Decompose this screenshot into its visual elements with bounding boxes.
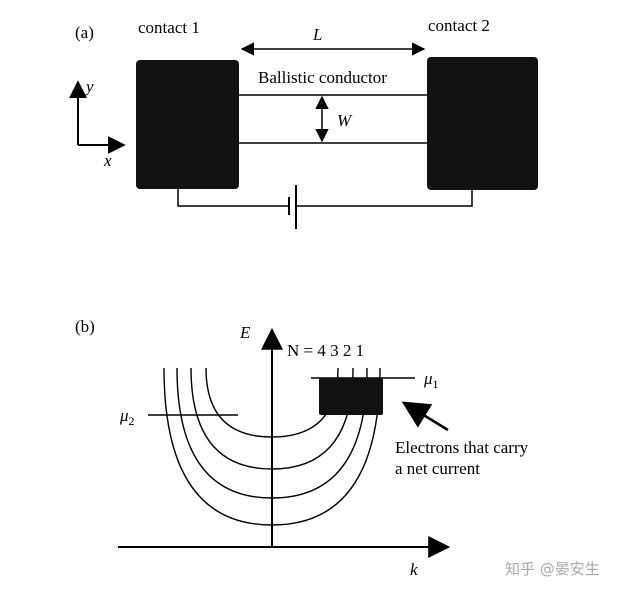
circuit-wire-right <box>297 190 473 207</box>
panel-b-label: (b) <box>75 317 95 336</box>
panel-a: (a) y x contact 1 contact 2 L Ballistic … <box>69 16 538 229</box>
x-axis-label: x <box>103 151 112 170</box>
mode-number-label: N = 4 3 2 1 <box>287 341 364 360</box>
contact-1-label: contact 1 <box>138 18 200 37</box>
contact-1 <box>136 60 239 189</box>
watermark-text: 知乎 @晏安生 <box>505 560 600 578</box>
width-label: W <box>337 111 353 130</box>
annotation-line-2: a net current <box>395 459 480 478</box>
annotation-line-1: Electrons that carry <box>395 438 529 457</box>
mu1-label: μ1 <box>423 369 439 391</box>
subband-3 <box>190 367 354 470</box>
battery-circuit <box>177 185 473 229</box>
net-current-electrons-block <box>319 378 383 415</box>
contact-2-label: contact 2 <box>428 16 490 35</box>
annotation-arrow <box>401 401 449 432</box>
conductor-label: Ballistic conductor <box>258 68 387 87</box>
length-label: L <box>312 25 322 44</box>
subband-1 <box>163 367 381 526</box>
mu2-label: μ2 <box>119 406 135 428</box>
y-axis-label: y <box>84 77 94 96</box>
circuit-wire-left <box>177 189 288 207</box>
subband-2 <box>176 367 368 499</box>
panel-b: (b) E k N = 4 3 2 1 μ1 μ2 Electrons that… <box>75 317 529 579</box>
energy-axis-label: E <box>239 323 251 342</box>
k-axis-label: k <box>410 560 418 579</box>
panel-a-label: (a) <box>75 23 94 42</box>
coordinate-axes: y x <box>69 77 126 170</box>
contact-2 <box>427 57 538 190</box>
